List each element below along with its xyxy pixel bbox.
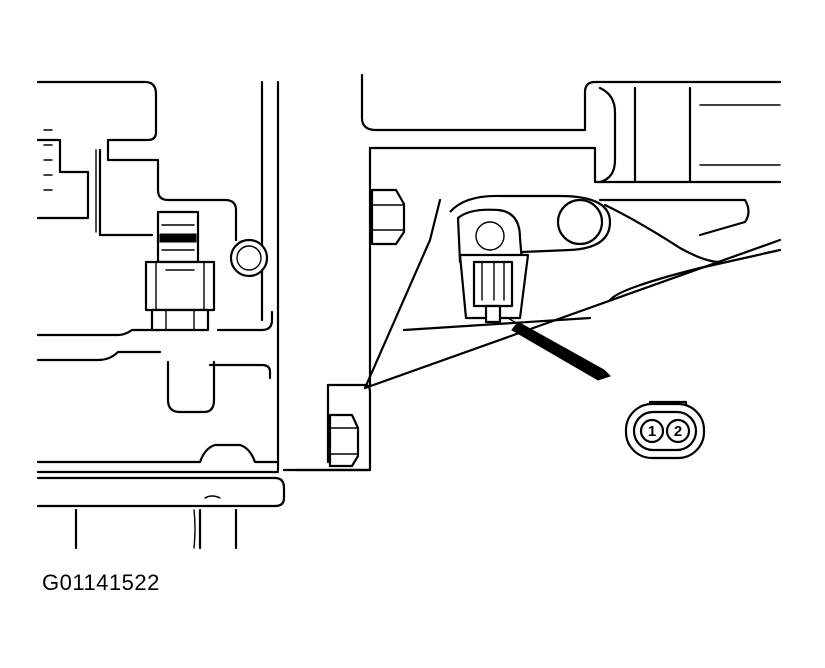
connector-pin-1-label: 1	[648, 423, 656, 440]
connector-face: 1 2	[624, 400, 706, 460]
right-housing	[282, 73, 782, 472]
connector-pin-2-label: 2	[674, 423, 682, 440]
connector-pin-1	[639, 418, 665, 444]
speed-sensor	[449, 194, 612, 324]
figure-id-label: G01141522	[42, 570, 160, 595]
left-bolt-fitting	[144, 210, 269, 332]
connector-pin-2	[665, 418, 691, 444]
leader-pointer	[507, 317, 611, 381]
left-engine-assembly	[36, 80, 286, 550]
